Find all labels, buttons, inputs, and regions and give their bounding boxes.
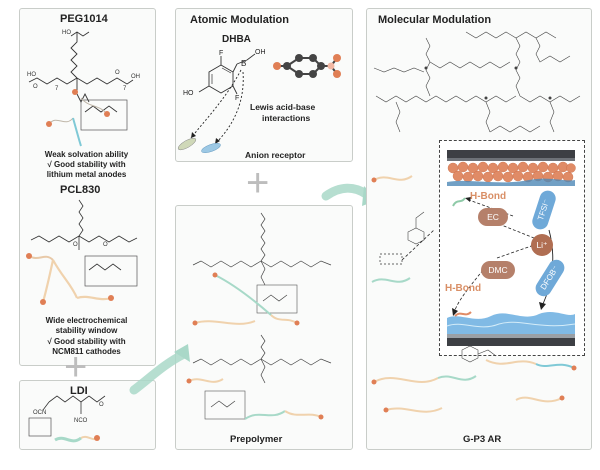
peg-desc-2: √ Good stability with [47,160,126,169]
battery-scheme [446,150,576,346]
ball-stick-model [273,54,341,78]
dhba-b: B [241,59,246,68]
dhba-structure: HO F F B OH [177,49,341,153]
pcl-desc-2: stability window [55,326,118,335]
dhba-ho: HO [183,90,194,97]
lewis-label-2: interactions [262,113,311,123]
atomic-title: Atomic Modulation [190,14,289,26]
svg-text:O: O [103,242,108,248]
svg-text:O: O [73,242,78,248]
ldi-nco: NCO [74,418,88,424]
atomic-panel [175,8,353,162]
side-chains [371,345,577,413]
polymer-network [373,31,581,133]
pcl-desc-4: NCM811 cathodes [52,347,121,356]
peg-sub-b: 7 [123,86,127,92]
svg-text:HO: HO [27,72,36,78]
peg-desc-3: lithium metal anodes [46,170,127,179]
peg-title: PEG1014 [60,13,108,25]
ldi-ocn: OCN [33,410,46,416]
li-ion: Li⁺ [531,234,553,256]
prepolymer-structure [186,212,332,420]
plus-sign-middle: + [246,161,270,205]
ldi-structure: OCN NCO O [28,395,106,443]
pcl-desc-3: √ Good stability with [47,337,126,346]
gp3ar-label: G-P3 AR [463,434,502,445]
pcl-title: PCL830 [60,184,101,196]
plus-sign-left: + [64,345,88,389]
dmc-molecule: DMC [481,261,515,279]
svg-text:O: O [33,84,38,90]
svg-text:OH: OH [131,74,140,80]
arrow-left-to-prepolymer [129,344,190,395]
svg-text:O: O [99,402,104,408]
left-panel [19,8,156,366]
ec-molecule: EC [478,208,508,226]
lewis-label-1: Lewis acid-base [250,102,316,112]
pcl-desc-1: Wide electrochemical [45,316,128,325]
dhba-f2: F [235,95,239,102]
svg-text:HO: HO [62,30,71,36]
hbond-bottom-label: H-Bond [445,283,482,294]
svg-text:O: O [115,70,120,76]
molecular-title: Molecular Modulation [378,14,492,26]
peg-desc-1: Weak solvation ability [44,150,129,159]
prepolymer-title: Prepolymer [230,434,283,445]
pcl-structure: O O [26,199,138,305]
hbond-top-label: H-Bond [470,191,507,202]
dhba-oh: OH [255,49,266,56]
anion-receptor-label: Anion receptor [245,150,306,160]
dhba-label: DHBA [222,34,251,45]
side-chains-left [371,175,435,283]
peg-sub-a: 7 [55,86,59,92]
dhba-f1: F [219,50,223,57]
peg-structure: O O HO OH HO 7 7 [27,30,140,147]
ldi-title: LDI [70,385,88,397]
prepolymer-panel [175,205,353,450]
